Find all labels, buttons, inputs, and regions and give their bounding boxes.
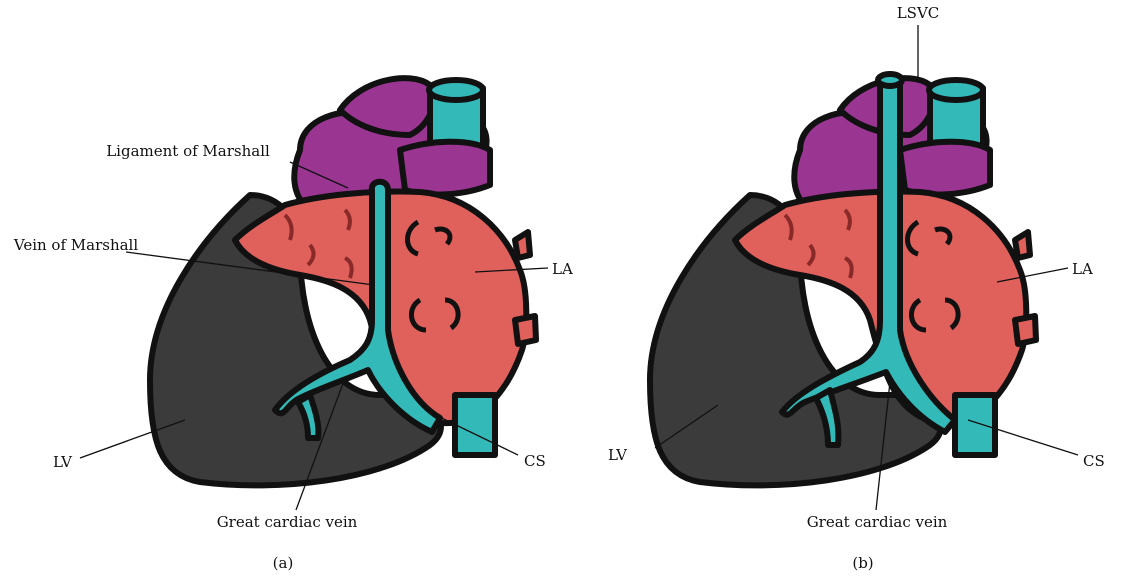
- label-la-b: LA: [1072, 260, 1093, 278]
- label-great-cardiac-vein-a: Great cardiac vein: [217, 513, 358, 531]
- panel-a: Ligament of Marshall Vein of Marshall LA…: [13, 78, 573, 572]
- label-vein-of-marshall: Vein of Marshall: [13, 236, 138, 254]
- label-great-cardiac-vein-b: Great cardiac vein: [807, 513, 948, 531]
- label-ligament-of-marshall: Ligament of Marshall: [106, 142, 270, 160]
- label-lv-b: LV: [608, 446, 628, 464]
- caption-a: (a): [273, 554, 294, 572]
- label-cs-a: CS: [524, 452, 546, 470]
- heart-b: [650, 78, 1036, 485]
- label-lsvc: LSVC: [897, 4, 940, 22]
- caption-b: (b): [852, 554, 873, 572]
- heart-a: [150, 78, 536, 485]
- label-cs-b: CS: [1083, 452, 1105, 470]
- panel-b: LSVC LA LV CS Great cardiac vein (b): [608, 4, 1105, 572]
- label-lv-a: LV: [53, 453, 73, 471]
- label-la-a: LA: [552, 260, 573, 278]
